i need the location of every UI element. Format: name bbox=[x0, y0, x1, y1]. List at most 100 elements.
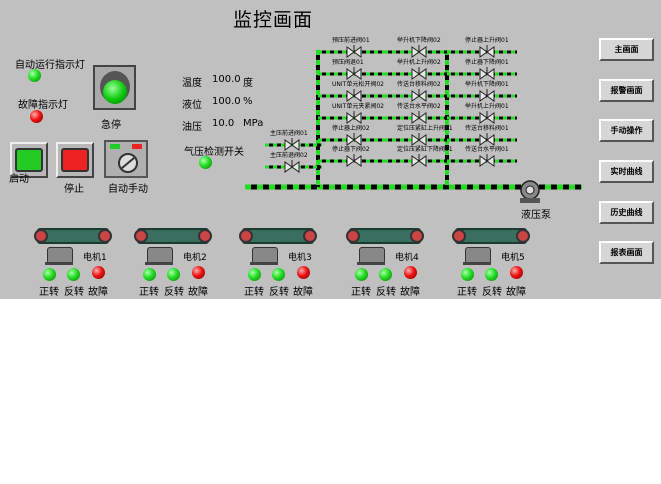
valve-label: 定位压紧缸上升阀01 bbox=[397, 125, 453, 132]
valve-label: 停止器上升阀01 bbox=[465, 37, 509, 44]
motor-base-icon bbox=[357, 262, 385, 265]
motor-unit: 电机3 正转 反转 故障 bbox=[239, 224, 352, 299]
motor-forward-lamp bbox=[143, 268, 156, 281]
motor-forward-label: 正转 bbox=[39, 287, 59, 298]
conveyor-roller-icon bbox=[452, 229, 466, 243]
emergency-stop-button[interactable] bbox=[93, 65, 136, 110]
nav-alarm-screen-button[interactable]: 报警画面 bbox=[599, 79, 654, 102]
hydraulic-pump-icon bbox=[520, 180, 540, 203]
motor-base-icon bbox=[463, 262, 491, 265]
level-unit: % bbox=[243, 96, 253, 107]
motor-base-icon bbox=[145, 262, 173, 265]
valve-label: 传送台移料阀02 bbox=[397, 81, 441, 88]
auto-run-indicator-label: 自动运行指示灯 bbox=[15, 60, 85, 71]
page-title: 监控画面 bbox=[233, 9, 314, 31]
oil-pressure-value: 10.0 bbox=[212, 118, 235, 129]
conveyor-roller-icon bbox=[303, 229, 317, 243]
conveyor-roller-icon bbox=[239, 229, 253, 243]
motor-fault-lamp bbox=[192, 266, 205, 279]
motor-name: 电机1 bbox=[83, 253, 107, 263]
motor-forward-label: 正转 bbox=[139, 287, 159, 298]
motor-name: 电机5 bbox=[501, 253, 525, 263]
valve-label: 主压前进阀01 bbox=[270, 130, 308, 137]
stop-label: 停止 bbox=[64, 184, 84, 195]
valve-label: 传送台水平阀02 bbox=[397, 103, 441, 110]
hydraulic-diagram bbox=[245, 45, 582, 203]
valve-label: 举升机下降阀02 bbox=[397, 37, 441, 44]
valve-label: 举升机下降阀01 bbox=[465, 81, 509, 88]
valve-label: 举升机上升阀02 bbox=[397, 59, 441, 66]
nav-main-screen-button[interactable]: 主画面 bbox=[599, 38, 654, 61]
conveyor-roller-icon bbox=[134, 229, 148, 243]
valve-label: 预压前进阀01 bbox=[332, 37, 370, 44]
fault-indicator-label: 故障指示灯 bbox=[18, 100, 68, 111]
motor-forward-lamp bbox=[248, 268, 261, 281]
motor-fault-label: 故障 bbox=[506, 287, 526, 298]
auto-manual-switch[interactable] bbox=[104, 140, 148, 178]
nav-manual-op-button[interactable]: 手动操作 bbox=[599, 119, 654, 142]
motor-forward-lamp bbox=[461, 268, 474, 281]
air-pressure-lamp bbox=[199, 156, 212, 169]
start-label: 启动 bbox=[9, 174, 29, 185]
motor-base-icon bbox=[250, 262, 278, 265]
valve-label: 预压阀退01 bbox=[332, 59, 364, 66]
motor-reverse-label: 反转 bbox=[482, 287, 502, 298]
level-value: 100.0 bbox=[212, 96, 241, 107]
motor-reverse-label: 反转 bbox=[269, 287, 289, 298]
conveyor-roller-icon bbox=[198, 229, 212, 243]
valve-label: 传送台水平阀01 bbox=[465, 146, 509, 153]
fault-indicator-lamp bbox=[30, 110, 43, 123]
valve-label: UNIT单元松开阀02 bbox=[332, 81, 384, 88]
conveyor-roller-icon bbox=[98, 229, 112, 243]
motor-forward-lamp bbox=[43, 268, 56, 281]
hydraulic-pump-label: 液压泵 bbox=[521, 210, 551, 221]
stop-button[interactable] bbox=[56, 142, 94, 178]
auto-run-indicator-lamp bbox=[28, 69, 41, 82]
level-label: 液位 bbox=[182, 100, 202, 111]
motor-fault-lamp bbox=[404, 266, 417, 279]
motor-forward-lamp bbox=[355, 268, 368, 281]
nav-history-curve-button[interactable]: 历史曲线 bbox=[599, 201, 654, 224]
start-button[interactable] bbox=[10, 142, 48, 178]
motor-forward-label: 正转 bbox=[351, 287, 371, 298]
motor-forward-label: 正转 bbox=[244, 287, 264, 298]
motor-fault-lamp bbox=[297, 266, 310, 279]
temperature-label: 温度 bbox=[182, 78, 202, 89]
motor-reverse-label: 反转 bbox=[64, 287, 84, 298]
motor-reverse-lamp bbox=[379, 268, 392, 281]
motor-reverse-label: 反转 bbox=[376, 287, 396, 298]
motor-fault-lamp bbox=[92, 266, 105, 279]
oil-pressure-label: 油压 bbox=[182, 122, 202, 133]
conveyor-roller-icon bbox=[410, 229, 424, 243]
emergency-stop-label: 急停 bbox=[101, 120, 121, 131]
valve-label: 主压前退阀02 bbox=[270, 152, 308, 159]
motor-base-icon bbox=[45, 262, 73, 265]
motor-fault-label: 故障 bbox=[88, 287, 108, 298]
valve-label: 停止器上阀02 bbox=[332, 125, 370, 132]
nav-realtime-curve-button[interactable]: 实时曲线 bbox=[599, 160, 654, 183]
temperature-value: 100.0 bbox=[212, 74, 241, 85]
motor-unit: 电机4 正转 反转 故障 bbox=[346, 224, 459, 299]
valve-label: 传送台移料阀01 bbox=[465, 125, 509, 132]
motor-name: 电机4 bbox=[395, 253, 419, 263]
valve-label: 停止器下阀02 bbox=[332, 146, 370, 153]
air-pressure-switch-label: 气压检测开关 bbox=[184, 147, 244, 158]
motor-unit: 电机5 正转 反转 故障 bbox=[452, 224, 565, 299]
motor-forward-label: 正转 bbox=[457, 287, 477, 298]
valve-label: UNIT单元夹紧阀02 bbox=[332, 103, 384, 110]
conveyor-roller-icon bbox=[34, 229, 48, 243]
motor-reverse-lamp bbox=[485, 268, 498, 281]
motor-fault-label: 故障 bbox=[400, 287, 420, 298]
hmi-panel: 监控画面 自动运行指示灯 故障指示灯 急停 启动 停止 自动手动 温度 100.… bbox=[0, 0, 661, 299]
conveyor-roller-icon bbox=[516, 229, 530, 243]
motor-name: 电机2 bbox=[183, 253, 207, 263]
conveyor-roller-icon bbox=[346, 229, 360, 243]
nav-report-screen-button[interactable]: 报表画面 bbox=[599, 241, 654, 264]
valve-label: 举升机上升阀01 bbox=[465, 103, 509, 110]
motor-reverse-lamp bbox=[67, 268, 80, 281]
motor-reverse-lamp bbox=[167, 268, 180, 281]
motor-unit: 电机1 正转 反转 故障 bbox=[34, 224, 147, 299]
motor-fault-lamp bbox=[510, 266, 523, 279]
oil-pressure-unit: MPa bbox=[243, 118, 264, 129]
valve-label: 停止器下降阀01 bbox=[465, 59, 509, 66]
